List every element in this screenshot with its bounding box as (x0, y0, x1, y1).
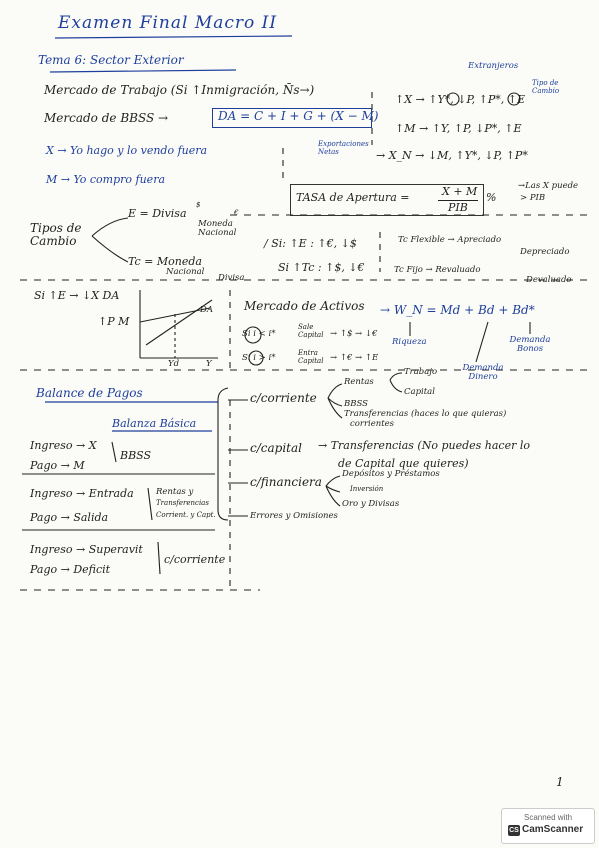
interest-high-a: Si i > i* (242, 353, 276, 363)
opening-rate-percent: % (486, 191, 497, 204)
ingreso-entrada: Ingreso → Entrada (30, 487, 134, 500)
graph-yd-label: Yd (168, 359, 180, 369)
opening-rate-label: TASA de Apertura = (296, 191, 410, 204)
page-title: Examen Final Macro II (58, 13, 278, 33)
tc-flexible-a: Tc Flexible → Apreciado (398, 235, 502, 245)
pago-deficit: Pago → Deficit (30, 563, 111, 576)
si-e-rule: / Si: ↑E : ↑€, ↓$ (264, 237, 357, 250)
da-formula-box (212, 108, 372, 128)
pago-salida: Pago → Salida (30, 511, 109, 524)
transfers-current-b: corrientes (350, 419, 395, 429)
e-def-moneda: Moneda Nacional (198, 219, 237, 239)
ingreso-superavit: Ingreso → Superavit (30, 543, 143, 556)
money-demand-label: Demanda Dinero (462, 363, 504, 383)
trabajo-label: Trabajo (404, 367, 438, 377)
labor-market-line: Mercado de Trabajo (Si ↑Inmigración, N̄s… (44, 83, 315, 97)
tc-def-divisa: Divisa (218, 273, 245, 283)
imports-effect: ↑M → ↑Y, ↑P, ↓P*, ↑E (395, 122, 522, 135)
tc-def-nacional: Nacional (166, 267, 205, 277)
capital-account: c/capital (250, 441, 302, 455)
graph-rule: Si ↑E → ↓X DA (34, 289, 120, 302)
bond-demand-label: Demanda Bonos (509, 335, 551, 355)
goods-market-line: Mercado de BBSS → (44, 111, 169, 125)
capital-label: Capital (404, 387, 435, 397)
corrient-capt: Corrient. y Capt. (156, 511, 216, 519)
transferencias-label: Transferencias (156, 499, 209, 507)
annotation-extranjeros: Extranjeros (468, 61, 519, 71)
investment-label: Inversión (350, 485, 384, 493)
si-tc-rule: Si ↑Tc : ↑$, ↓€ (278, 261, 365, 274)
e-definition: E = Divisa (128, 207, 187, 220)
deposits-loans: Depósitos y Préstamos (342, 469, 440, 479)
basic-balance-heading: Balanza Básica (112, 417, 197, 430)
note-imports: M → Yo compro fuera (46, 173, 166, 186)
topic-heading: Tema 6: Sector Exterior (38, 53, 184, 67)
bbss-label: BBSS (344, 399, 368, 409)
opening-rate-note2: > PIB (520, 193, 546, 203)
graph-y-label: Y (206, 359, 212, 369)
rentas-y: Rentas y (156, 487, 194, 497)
tc-definition: Tc = Moneda (128, 255, 202, 268)
interest-low-c: → ↑$ → ↓€ (330, 329, 378, 339)
graph-da-label: DA (200, 305, 213, 315)
financial-account: c/financiera (250, 475, 322, 489)
current-account: c/corriente (250, 391, 317, 405)
interest-low-b: Sale Capital (298, 323, 324, 339)
gold-currency: Oro y Divisas (342, 499, 400, 509)
net-exports-effect: → X_N → ↓M, ↑Y*, ↓P, ↑P* (376, 149, 528, 162)
tc-flexible-b: Depreciado (520, 247, 570, 257)
errors-omissions: Errores y Omisiones (250, 511, 338, 521)
rentas-label: Rentas (344, 377, 374, 387)
opening-rate-numerator: X + M (442, 185, 478, 198)
graph-price: ↑P M (98, 315, 130, 328)
scanner-caption: Scanned with (523, 813, 573, 822)
page-number: 1 (556, 775, 564, 789)
ingreso-x: Ingreso → X (30, 439, 97, 452)
note-exports: X → Yo hago y lo vendo fuera (46, 144, 208, 157)
asset-market-formula: → W_N = Md + Bd + Bd* (380, 303, 535, 317)
interest-low-a: Si i < i* (242, 329, 276, 339)
current-account-2: c/corriente (164, 553, 226, 566)
balance-payments-heading: Balance de Pagos (36, 386, 143, 400)
tc-fijo-a: Tc Fijo → Revaluado (394, 265, 481, 275)
opening-rate-note1: →Las X puede (518, 181, 579, 191)
tc-fijo-b: Devaluado (526, 275, 572, 285)
e-sup-dollar: $ (196, 201, 201, 209)
opening-rate-box (290, 184, 484, 216)
pago-m: Pago → M (30, 459, 85, 472)
annotation-tipo-cambio: Tipo de Cambio (532, 79, 560, 95)
transfers-current: Transferencias (haces lo que quieras) (344, 409, 507, 419)
interest-high-b: Entra Capital (298, 349, 324, 365)
camscanner-logo-icon: CS (508, 825, 520, 836)
asset-market-label: Mercado de Activos (244, 299, 365, 313)
fraction-bar (438, 200, 478, 201)
bbss-brace-label: BBSS (120, 449, 152, 462)
capital-transfers-a: → Transferencias (No puedes hacer lo (318, 439, 530, 452)
da-formula: DA = C + I + G + (X − M) (218, 109, 379, 123)
capital-transfers-b: de Capital que quieres) (338, 457, 469, 470)
e-sup-euro: € (234, 209, 239, 217)
exchange-types-heading: Tipos de Cambio (30, 221, 82, 249)
opening-rate-denominator: PIB (448, 201, 468, 214)
scanner-name: CamScanner (522, 824, 584, 835)
exports-effect: ↑X → ↑Y*, ↓P, ↑P*, ↑E (395, 93, 525, 106)
wealth-label: Riqueza (392, 337, 427, 347)
annotation-net-exports: Exportaciones Netas (318, 140, 369, 156)
interest-high-c: → ↑€ → ↑E (330, 353, 379, 363)
camscanner-watermark: Scanned with CS CamScanner (501, 808, 595, 844)
